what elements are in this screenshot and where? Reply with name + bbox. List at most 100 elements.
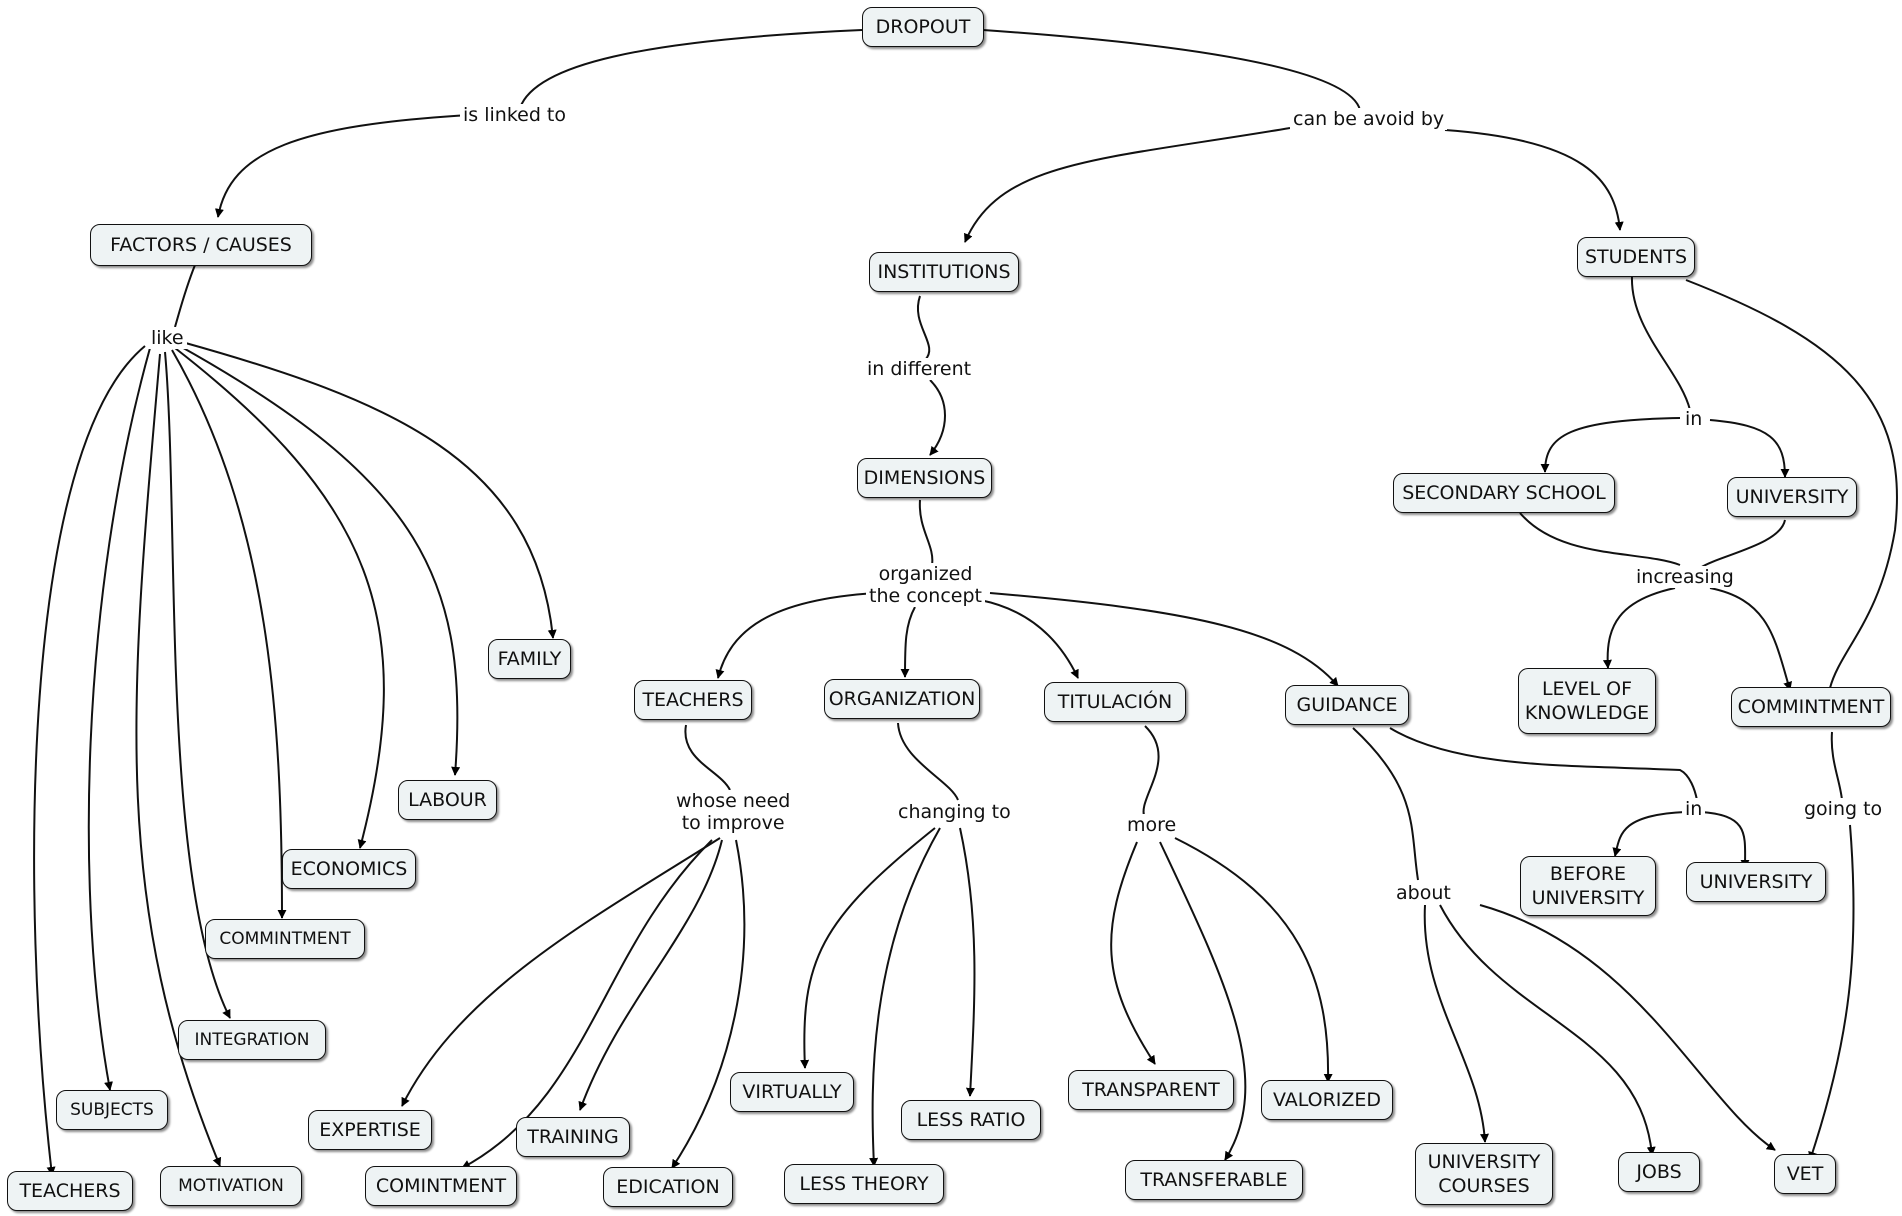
connector-whose-edication [671, 839, 746, 1169]
concept-labour[interactable]: LABOUR [398, 780, 497, 820]
concept-factors-causes[interactable]: FACTORS / CAUSES [90, 224, 312, 266]
concept-subjects[interactable]: SUBJECTS [56, 1090, 168, 1130]
concept-secondary-school[interactable]: SECONDARY SCHOOL [1393, 473, 1615, 513]
connector-organized-organization [900, 606, 916, 678]
connector-dropout-linked [519, 29, 863, 109]
concept-commintment-students[interactable]: COMMINTMENT [1731, 687, 1891, 727]
concept-economics[interactable]: ECONOMICS [282, 849, 416, 889]
connector-whose-expertise [401, 837, 721, 1107]
link-label-in-different: in different [864, 358, 975, 380]
connector-university-increasing [1699, 519, 1786, 569]
connector-in-secondary [1540, 417, 1681, 473]
concept-integration[interactable]: INTEGRATION [178, 1020, 326, 1060]
connector-indiff-dimensions [929, 379, 946, 456]
concept-transferable[interactable]: TRANSFERABLE [1125, 1160, 1303, 1200]
connector-changing-lesstheory [869, 827, 941, 1167]
link-label-in-guidance: in [1682, 798, 1706, 820]
connector-guidance-about [1352, 727, 1419, 881]
connector-students-commit [1685, 279, 1898, 689]
connector-guidance-in [1389, 727, 1698, 801]
concept-dropout[interactable]: DROPOUT [862, 7, 984, 47]
connector-like-economics [174, 347, 385, 849]
concept-training[interactable]: TRAINING [516, 1117, 630, 1157]
connector-organized-teachers [715, 592, 876, 679]
connector-like-teachers [33, 345, 146, 1176]
concept-teachers-factors[interactable]: TEACHERS [7, 1171, 133, 1211]
link-label-about: about [1393, 882, 1454, 904]
connector-whose-comintment [461, 839, 713, 1169]
connector-titulacion-more [1142, 725, 1160, 819]
connector-org-changing [897, 722, 959, 801]
concept-organization[interactable]: ORGANIZATION [824, 679, 980, 719]
concept-motivation[interactable]: MOTIVATION [160, 1166, 302, 1206]
link-label-can-be-avoid-by: can be avoid by [1290, 108, 1448, 130]
concept-level-of-knowledge[interactable]: LEVEL OF KNOWLEDGE [1518, 668, 1656, 734]
connector-more-transferable [1159, 841, 1247, 1161]
concept-university-students[interactable]: UNIVERSITY [1727, 477, 1857, 517]
connector-dropout-avoid [982, 29, 1361, 111]
concept-virtually[interactable]: VIRTUALLY [730, 1072, 854, 1112]
concept-commintment-factors[interactable]: COMMINTMENT [205, 919, 365, 959]
link-label-more: more [1124, 814, 1180, 836]
connector-about-unicourses [1423, 904, 1489, 1143]
concept-less-theory[interactable]: LESS THEORY [784, 1164, 944, 1204]
concept-teachers-dimension[interactable]: TEACHERS [634, 680, 752, 720]
connector-dimensions-organized [918, 499, 934, 566]
connector-increasing-level [1602, 587, 1676, 669]
connector-like-subjects [87, 347, 151, 1091]
link-label-increasing: increasing [1633, 566, 1737, 588]
link-label-organized-the-concept: organized the concept [866, 563, 985, 607]
connector-organized-guidance [989, 592, 1339, 687]
concept-less-ratio[interactable]: LESS RATIO [901, 1100, 1041, 1140]
link-label-is-linked-to: is linked to [460, 104, 570, 126]
connector-increasing-commit [1709, 587, 1792, 691]
connector-goingto-vet [1808, 824, 1855, 1161]
link-label-whose-need-to-improve: whose need to improve [673, 790, 794, 834]
connector-students-in [1630, 275, 1691, 411]
connector-in-university [1709, 419, 1790, 478]
concept-vet[interactable]: VET [1774, 1154, 1836, 1194]
connector-avoid-students [1444, 129, 1624, 231]
concept-edication[interactable]: EDICATION [603, 1167, 733, 1207]
connector-secondary-increasing [1519, 512, 1681, 566]
connector-about-jobs [1439, 904, 1656, 1156]
connector-more-valorized [1174, 837, 1333, 1083]
connector-more-transparent [1110, 841, 1156, 1065]
connector-about-vet [1479, 904, 1776, 1151]
connector-commit-goingto [1830, 731, 1843, 801]
concept-expertise[interactable]: EXPERTISE [308, 1110, 432, 1150]
connector-linked-factors [215, 114, 471, 218]
concept-university-courses[interactable]: UNIVERSITY COURSES [1415, 1143, 1553, 1205]
connector-whose-training [578, 839, 723, 1111]
connector-in-beforeuni [1612, 811, 1686, 857]
concept-comintment[interactable]: COMINTMENT [365, 1166, 517, 1206]
connector-changing-lessratio [959, 827, 976, 1097]
link-label-in-students: in [1682, 408, 1706, 430]
connector-like-labour [177, 344, 461, 776]
connector-institutions-indiff [917, 295, 931, 361]
concept-institutions[interactable]: INSTITUTIONS [869, 252, 1019, 292]
concept-transparent[interactable]: TRANSPARENT [1068, 1070, 1234, 1110]
concept-jobs[interactable]: JOBS [1618, 1152, 1700, 1192]
connector-like-commit [171, 349, 287, 919]
concept-university-guidance[interactable]: UNIVERSITY [1686, 862, 1826, 902]
connector-avoid-institutions [964, 127, 1291, 243]
link-label-going-to: going to [1801, 798, 1886, 820]
concept-valorized[interactable]: VALORIZED [1261, 1080, 1393, 1120]
concept-family[interactable]: FAMILY [488, 639, 571, 679]
concept-dimensions[interactable]: DIMENSIONS [857, 458, 992, 498]
concept-guidance[interactable]: GUIDANCE [1285, 685, 1409, 725]
concept-titulacion[interactable]: TITULACIÓN [1044, 682, 1186, 722]
concept-students[interactable]: STUDENTS [1577, 237, 1695, 277]
connector-like-family [181, 341, 557, 639]
connector-factors-like [174, 264, 196, 328]
connector-organized-titulacion [979, 599, 1079, 679]
connector-teachers-whose [684, 724, 731, 791]
link-label-like: like [148, 327, 187, 349]
connector-changing-virtually [800, 827, 936, 1069]
link-label-changing-to: changing to [895, 801, 1014, 823]
connector-in-universityg [1699, 811, 1750, 869]
concept-before-university[interactable]: BEFORE UNIVERSITY [1520, 856, 1656, 916]
